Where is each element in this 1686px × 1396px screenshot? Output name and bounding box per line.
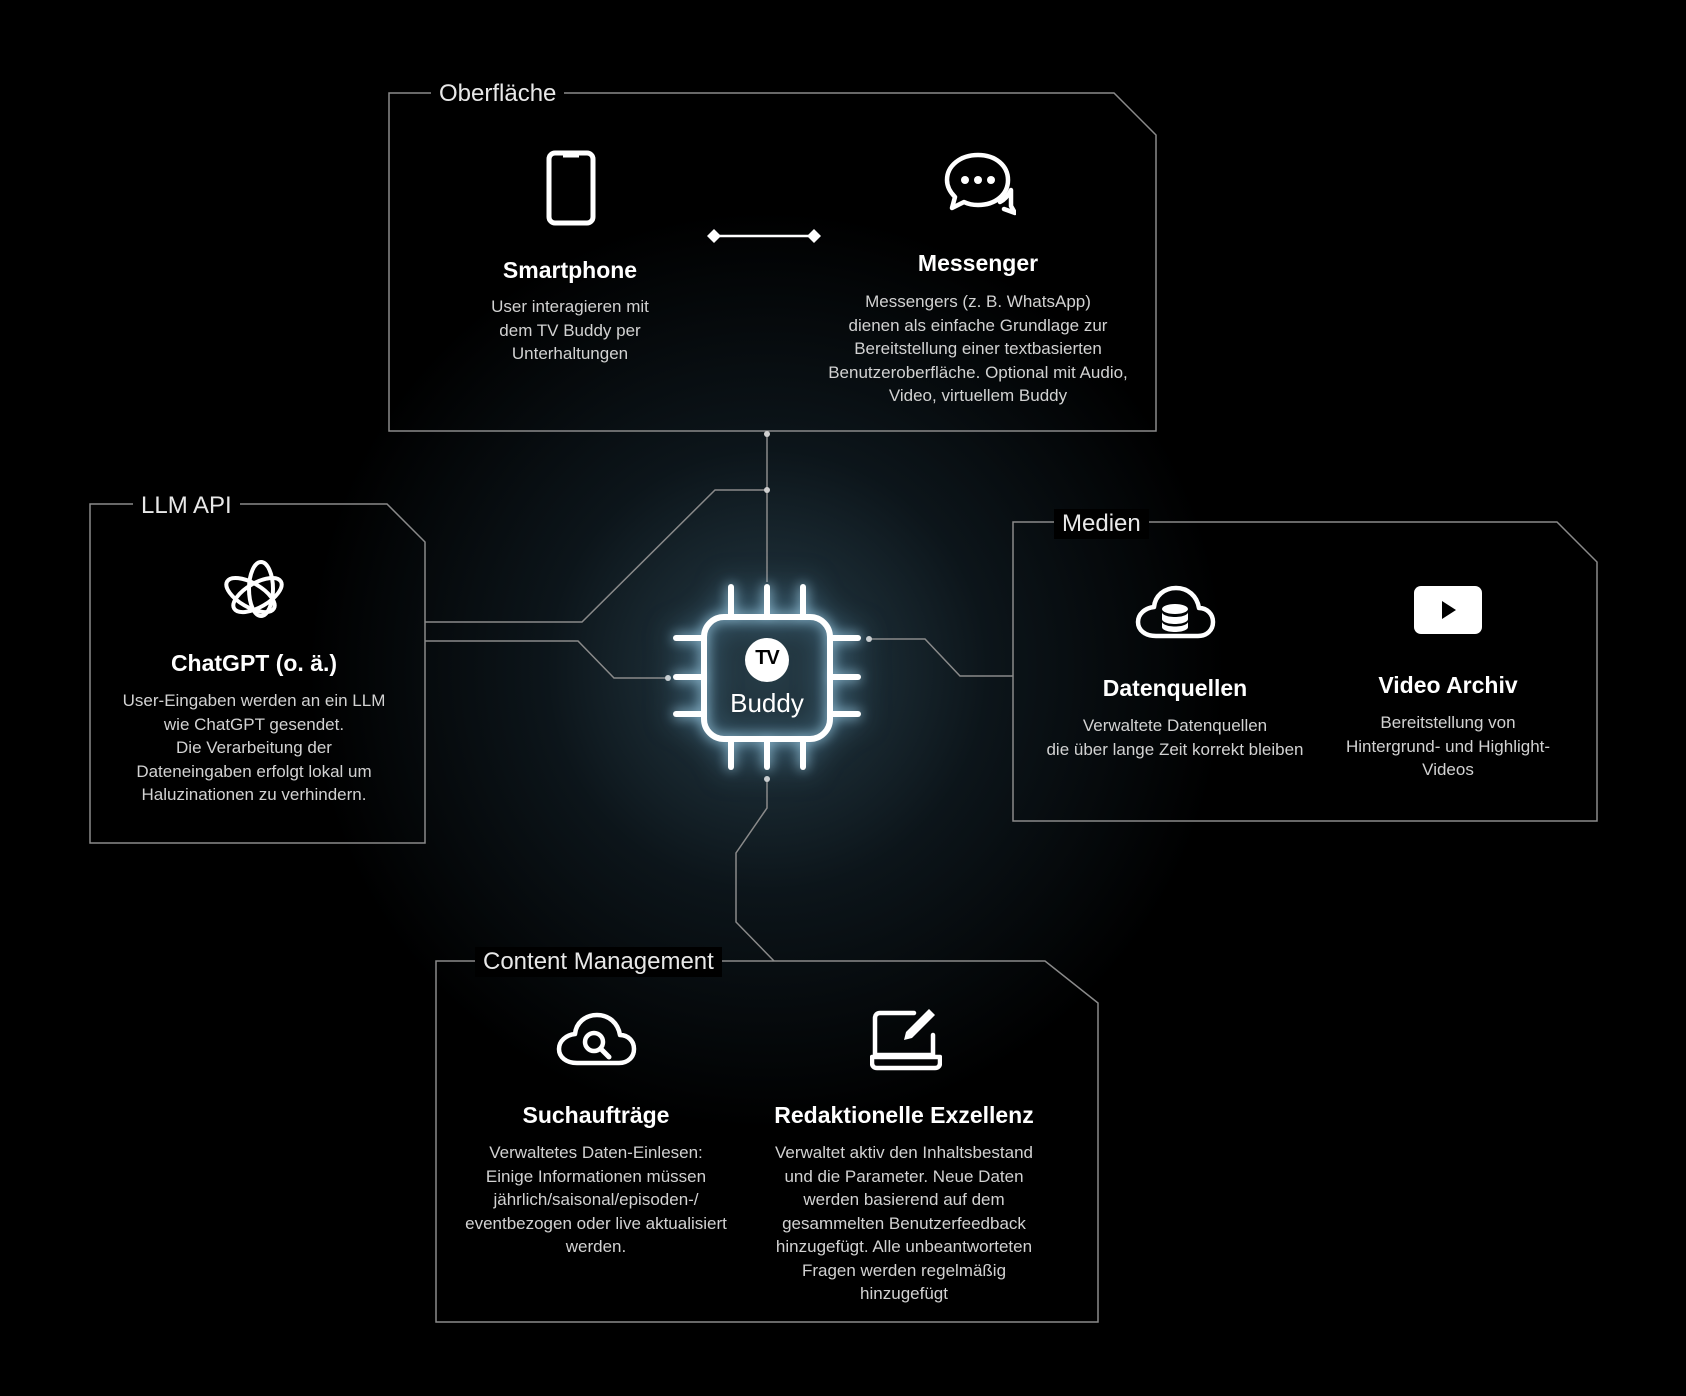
desc-line: Bereitstellung einer textbasierten [854, 339, 1102, 358]
desc-line: werden basierend auf dem [803, 1190, 1005, 1209]
item-title: ChatGPT (o. ä.) [170, 650, 338, 676]
item-suchauftraege: Suchaufträge Verwaltetes Daten-Einlesen:… [450, 1005, 742, 1265]
desc-line: hinzugefügt. Alle unbeantworteten [775, 1237, 1033, 1256]
connector-llm-upper [425, 489, 767, 623]
frame-oberflaeche [388, 92, 1157, 432]
desc-line: Fragen werden regelmäßig [801, 1260, 1007, 1280]
desc-line: hinzugefügt [860, 1284, 948, 1303]
item-desc: User interagieren mit dem TV Buddy per U… [460, 295, 680, 366]
frame-medien [1012, 521, 1598, 822]
chat-bubbles-icon [944, 152, 1016, 216]
desc-line: Unterhaltungen [511, 344, 629, 363]
frame-llm [89, 503, 426, 844]
connector-llm-lower [425, 640, 668, 679]
group-label-medien: Medien [1054, 509, 1149, 539]
desc-line: User-Eingaben werden an ein LLM [122, 691, 386, 710]
desc-line: und die Parameter. Neue Daten [784, 1166, 1024, 1186]
item-video-archiv: Video Archiv Bereitstellung von Hintergr… [1330, 580, 1566, 790]
desc-line: Einige Informationen müssen [485, 1166, 707, 1186]
item-redaktionelle-exzellenz: Redaktionelle Exzellenz Verwaltet aktiv … [758, 1005, 1050, 1315]
group-label-llm: LLM API [133, 491, 240, 521]
desc-line: Haluzinationen zu verhindern. [141, 785, 367, 804]
cloud-search-icon [556, 1012, 637, 1066]
item-desc: Messengers (z. B. WhatsApp) dienen als e… [818, 290, 1138, 408]
item-title: Suchaufträge [522, 1102, 670, 1128]
item-chatgpt: ChatGPT (o. ä.) User-Eingaben werden an … [104, 550, 404, 820]
cloud-database-icon [1135, 585, 1216, 639]
group-label-content: Content Management [475, 947, 722, 977]
desc-line: jährlich/saisonal/episoden-/ [493, 1190, 699, 1209]
tv-badge [745, 638, 789, 682]
item-smartphone: Smartphone User interagieren mit dem TV … [460, 140, 680, 380]
buddy-label: Buddy [730, 688, 804, 718]
group-label-oberflaeche: Oberfläche [431, 79, 565, 109]
frame-content [435, 960, 1099, 1323]
desc-line: werden. [565, 1237, 627, 1256]
item-title: Video Archiv [1378, 672, 1518, 698]
desc-line: dem TV Buddy per [499, 320, 641, 340]
openai-logo-icon [224, 560, 284, 618]
item-title: Smartphone [502, 257, 638, 283]
two-way-connector [707, 229, 821, 243]
desc-line: Videos [1422, 760, 1474, 779]
item-desc: Verwaltetes Daten-Einlesen: Einige Infor… [450, 1141, 742, 1259]
item-desc: Bereitstellung von Hintergrund- und High… [1330, 711, 1566, 782]
desc-line: Hintergrund- und Highlight- [1345, 736, 1551, 756]
desc-line: Verwaltetes Daten-Einlesen: [489, 1143, 703, 1162]
chip-icon [673, 584, 861, 770]
desc-line: die über lange Zeit korrekt bleiben [1046, 739, 1304, 759]
item-desc: Verwaltete Datenquellen die über lange Z… [1030, 714, 1320, 761]
desc-line: User interagieren mit [491, 297, 649, 316]
item-title: Messenger [917, 250, 1039, 276]
item-desc: User-Eingaben werden an ein LLM wie Chat… [104, 689, 404, 807]
desc-line: eventbezogen oder live aktualisiert [465, 1213, 727, 1233]
desc-line: wie ChatGPT gesendet. [163, 714, 345, 734]
desc-line: gesammelten Benutzerfeedback [782, 1213, 1026, 1233]
desc-line: dienen als einfache Grundlage zur [848, 315, 1108, 335]
laptop-edit-icon [870, 1009, 942, 1071]
video-play-icon [1414, 586, 1482, 634]
desc-line: Verwaltete Datenquellen [1082, 716, 1268, 735]
desc-line: Dateneingaben erfolgt lokal um [136, 761, 372, 781]
item-messenger: Messenger Messengers (z. B. WhatsApp) di… [818, 140, 1138, 410]
desc-line: Verwaltet aktiv den Inhaltsbestand [775, 1143, 1033, 1162]
desc-line: Benutzeroberfläche. Optional mit Audio, [828, 362, 1128, 382]
item-datenquellen: Datenquellen Verwaltete Datenquellen die… [1030, 580, 1320, 760]
connector-bottom [735, 780, 775, 962]
item-title: Datenquellen [1102, 675, 1248, 701]
desc-line: Bereitstellung von [1380, 713, 1516, 732]
smartphone-icon [546, 150, 596, 226]
desc-line: Messengers (z. B. WhatsApp) [865, 292, 1091, 311]
desc-line: Die Verarbeitung der [176, 738, 332, 757]
connector-medien [869, 638, 1013, 677]
item-desc: Verwaltet aktiv den Inhaltsbestand und d… [758, 1141, 1050, 1306]
tv-logo: TV [755, 647, 780, 669]
item-title: Redaktionelle Exzellenz [774, 1102, 1034, 1128]
desc-line: Video, virtuellem Buddy [888, 386, 1068, 405]
